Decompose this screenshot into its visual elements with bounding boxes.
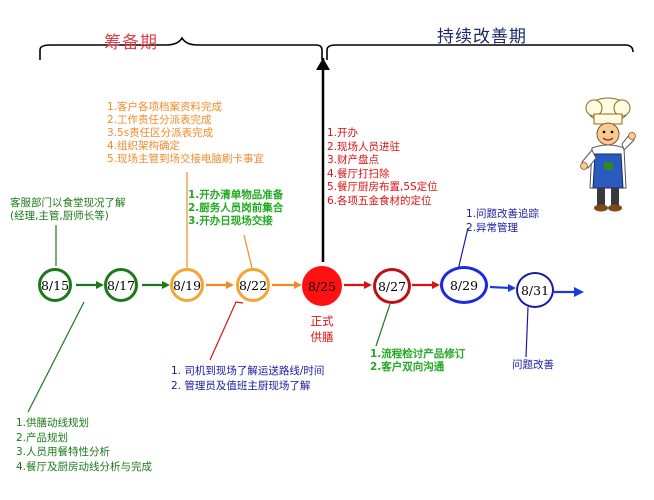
date-node-0829: 8/29: [440, 266, 488, 304]
note-0815-bottom: 1.供膳动线规划 2.产品规划 3.人员用餐特性分析 4.餐厅及厨房动线分析与完…: [16, 417, 153, 473]
date-node-0819: 8/19: [170, 268, 204, 302]
note-0815-top: 客服部门以食堂现况了解 (经理,主管,厨师长等): [10, 197, 126, 222]
improve-phase-label: 持续改善期: [437, 27, 527, 47]
date-node-0815: 8/15: [38, 268, 72, 302]
note-0827-bottom: 1.流程检讨产品修订 2.客户双向沟通: [370, 348, 466, 373]
date-node-0817: 8/17: [104, 268, 138, 302]
chef-illustration-icon: [580, 97, 636, 212]
note-0822-bottom: 1. 司机到现场了解运送路线/时间 2. 管理员及值班主厨现场了解: [171, 365, 325, 392]
note-0831-bottom: 问题改善: [512, 359, 554, 371]
improve-brace: [326, 44, 634, 60]
timeline-arrows: [76, 281, 584, 297]
date-node-0822: 8/22: [236, 268, 270, 302]
date-node-0831: 8/31: [516, 272, 554, 308]
date-node-0825: 8/25: [302, 266, 342, 306]
note-0829-top: 1.问题改善追踪 2.异常管理: [466, 208, 540, 234]
divider-arrow: [316, 58, 330, 70]
note-0819-top: 1.客户各项档案资料完成 2.工作责任分派表完成 3.5s责任区分派表完成 4.…: [107, 101, 265, 165]
leader-lines: [27, 172, 529, 413]
date-node-0827: 8/27: [373, 268, 411, 304]
note-0825-bottom: 正式 供膳: [310, 314, 334, 344]
prep-phase-label: 筹备期: [104, 33, 158, 53]
note-0825-top: 1.开办 2.现场人员进驻 3.财产盘点 4.餐厅打扫除 5.餐厅厨房布置,5S…: [327, 127, 438, 207]
prep-brace: [39, 36, 323, 60]
note-0822-top: 1.开办清单物品准备 2.厨务人员岗前集合 3.开办日现场交接: [188, 189, 284, 227]
